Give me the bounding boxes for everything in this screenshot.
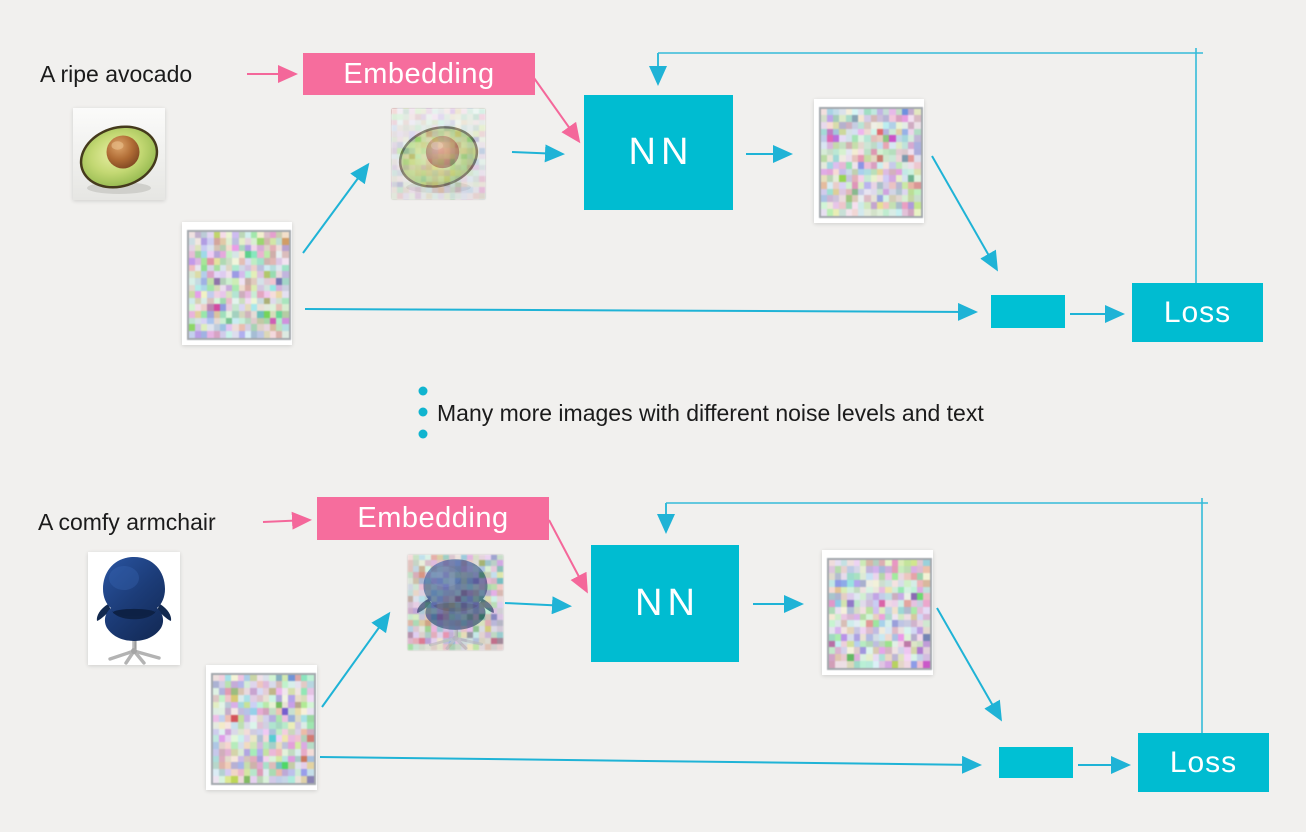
noisy-armchair-image xyxy=(408,555,503,650)
arrow-output-to-compare-1 xyxy=(931,155,998,272)
noise-texture xyxy=(819,107,923,218)
loss-box-1: Loss xyxy=(1132,283,1263,342)
nn-box-1: NN xyxy=(584,95,733,210)
random-noise-image-2 xyxy=(206,665,317,790)
noise-texture xyxy=(211,673,316,785)
embedding-box-2: Embedding xyxy=(317,497,549,540)
arrow-noise-to-compare-2 xyxy=(319,755,982,774)
embedding-box-1: Embedding xyxy=(303,53,535,95)
armchair-photo xyxy=(88,552,180,665)
arrow-embedding-to-nn-1 xyxy=(533,77,581,144)
predicted-noise-image-1 xyxy=(814,99,924,223)
arrow-noised-to-nn-2 xyxy=(504,596,572,615)
prompt-text-1: A ripe avocado xyxy=(40,61,193,87)
nn-box-2: NN xyxy=(591,545,739,662)
noise-overlay xyxy=(408,555,503,650)
arrow-noise-to-noised-2 xyxy=(321,611,391,708)
arrow-embedding-to-nn-2 xyxy=(548,519,588,594)
random-noise-image-1 xyxy=(182,222,292,345)
avocado-photo xyxy=(73,108,165,200)
noise-texture xyxy=(187,230,291,340)
comparison-box-2 xyxy=(999,747,1073,778)
arrow-noise-to-noised-1 xyxy=(302,162,370,254)
arrow-noised-to-nn-1 xyxy=(511,144,565,163)
arrow-noise-to-compare-1 xyxy=(304,302,978,321)
more-images-note: Many more images with different noise le… xyxy=(437,400,984,426)
prompt-text-2: A comfy armchair xyxy=(38,509,216,535)
arrow-output-to-compare-2 xyxy=(936,607,1002,722)
noisy-avocado-image xyxy=(392,109,485,199)
loss-box-2: Loss xyxy=(1138,733,1269,792)
noise-texture xyxy=(827,558,932,670)
arrow-prompt-to-embedding-2 xyxy=(262,511,312,530)
more-bullets xyxy=(418,386,428,439)
predicted-noise-image-2 xyxy=(822,550,933,675)
comparison-box-1 xyxy=(991,295,1065,328)
noise-overlay xyxy=(392,109,485,199)
